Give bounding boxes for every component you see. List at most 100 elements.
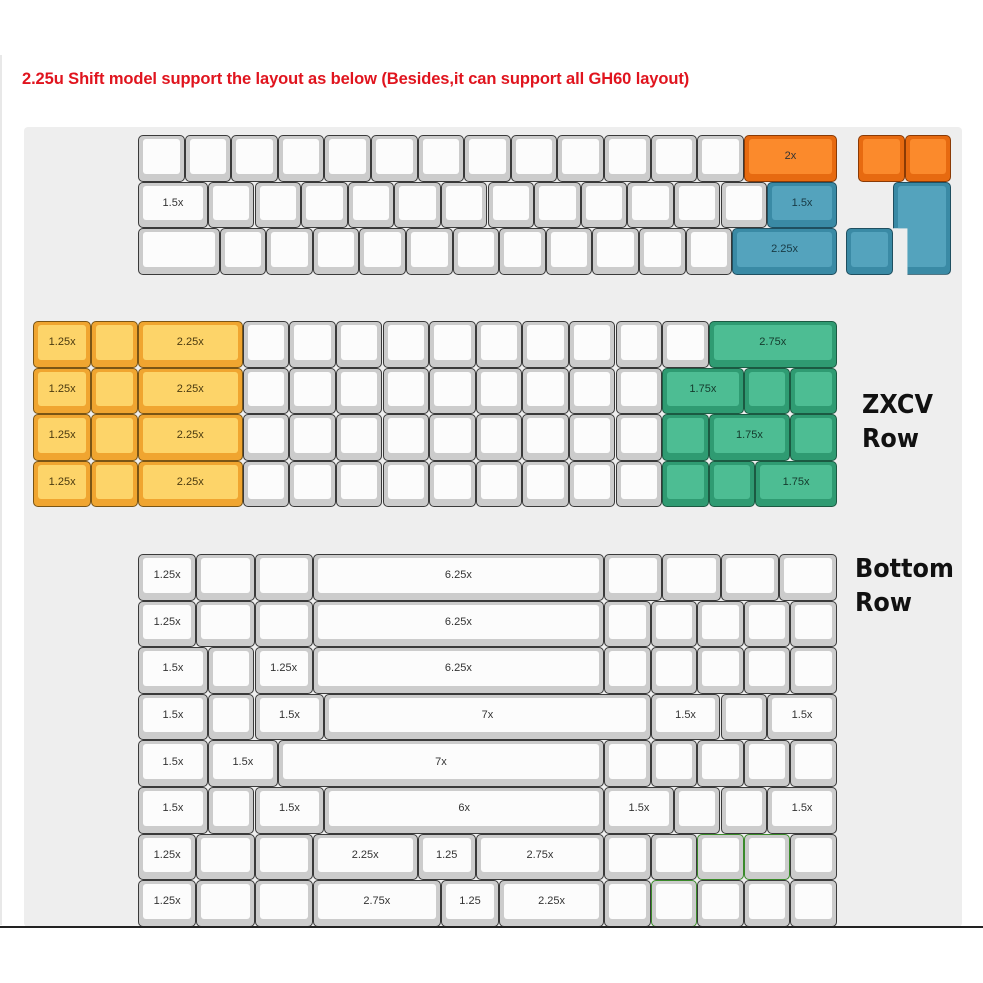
keycap — [697, 600, 744, 648]
keycap-legend — [376, 139, 413, 174]
keycap — [697, 740, 744, 787]
keycap-legend: 2.25x — [737, 232, 832, 267]
keycap-2-25x: 2.25x — [137, 414, 243, 461]
keycap-legend — [527, 325, 564, 360]
keycap-legend — [364, 232, 401, 267]
keycap-legend — [422, 139, 460, 174]
keycap — [371, 135, 418, 182]
keycap-legend — [655, 604, 693, 640]
keycap-legend — [748, 604, 786, 640]
keycap-legend: 1.5x — [143, 791, 203, 826]
keycap — [382, 414, 430, 461]
keycap — [231, 135, 278, 182]
keycap-legend: 1.5x — [772, 791, 832, 826]
keycap — [335, 321, 383, 368]
keycap — [184, 135, 232, 182]
keycap — [196, 600, 255, 648]
keycap-2-25x: 2.25x — [499, 880, 604, 927]
keycap — [335, 414, 383, 461]
keycap — [604, 880, 651, 927]
keycap — [196, 833, 255, 881]
keycap — [499, 228, 546, 275]
keycap-legend — [96, 464, 133, 500]
keycap — [685, 228, 733, 275]
keycap — [604, 647, 651, 694]
keycap — [522, 414, 569, 461]
keycap-legend — [480, 325, 518, 360]
keycap-legend — [725, 558, 774, 593]
keycap-legend: 2.75x — [317, 884, 436, 919]
keycap — [545, 228, 593, 275]
keycap-legend — [247, 325, 285, 360]
keycap-legend — [550, 232, 588, 267]
keycap-legend: 2.25x — [142, 371, 238, 407]
keycap — [196, 880, 255, 927]
keycap-legend — [862, 139, 900, 174]
keycap-legend — [434, 464, 471, 500]
keycap-legend — [795, 371, 832, 407]
keycap-legend: 2x — [748, 139, 832, 174]
keycap-legend — [387, 371, 425, 407]
keycap-legend — [609, 558, 658, 593]
keycap-legend: 2.75x — [713, 325, 832, 360]
keycap — [790, 414, 837, 461]
keycap-legend: 6.25x — [317, 604, 599, 640]
keycap-1-75x: 1.75x — [708, 414, 791, 461]
keycap — [382, 321, 430, 368]
keycap-legend — [212, 185, 250, 221]
keycap-legend — [492, 185, 530, 221]
keycap-legend: 1.5x — [212, 744, 273, 779]
keycap — [91, 460, 138, 508]
keycap — [487, 181, 535, 229]
keycap — [604, 554, 663, 601]
keycap-2-25x: 2.25x — [137, 367, 243, 415]
keycap — [743, 647, 791, 694]
keycap-legend: 6.25x — [317, 558, 599, 593]
keycap-legend: 2.25x — [142, 464, 238, 500]
keycap-legend — [795, 651, 832, 686]
keycap — [254, 554, 313, 601]
keycap-legend — [655, 651, 693, 686]
keycap-legend: 1.5x — [143, 697, 203, 733]
keycap — [650, 833, 698, 881]
keycap-legend — [480, 371, 518, 407]
keycap-1-5x: 1.5x — [138, 181, 208, 229]
keycap-6-25x: 6.25x — [312, 647, 604, 694]
keycap-2-75x: 2.75x — [312, 880, 441, 927]
keycap-legend: 2.25x — [142, 418, 238, 453]
keycap-legend — [306, 185, 343, 221]
keycap — [743, 880, 791, 927]
keycap — [289, 414, 336, 461]
keycap-legend — [909, 139, 947, 174]
keycap-legend — [609, 837, 646, 873]
bottom-divider — [0, 926, 983, 928]
keycap-legend — [201, 558, 250, 593]
keycap-legend: 1.25x — [143, 837, 192, 873]
keycap-1-25x: 1.25x — [33, 460, 92, 508]
keycap-legend — [259, 884, 308, 919]
keycap — [846, 228, 893, 275]
keycap — [475, 367, 523, 415]
keycap-legend — [573, 325, 611, 360]
keycap-legend — [271, 232, 308, 267]
keycap-legend: 1.75x — [760, 464, 832, 500]
keycap-legend — [725, 185, 763, 221]
keycap-legend — [725, 697, 763, 733]
keycap — [592, 228, 639, 275]
keycap — [207, 647, 255, 694]
keycap — [429, 414, 476, 461]
keycap-legend — [748, 884, 786, 919]
keycap — [743, 833, 791, 881]
keycap-legend: 7x — [282, 744, 599, 779]
keycap-legend — [259, 558, 308, 593]
keycap — [615, 460, 663, 508]
keycap-legend — [294, 325, 331, 360]
keycap — [697, 833, 744, 881]
keycap-legend — [748, 837, 786, 873]
keycap — [720, 787, 768, 834]
keycap — [743, 367, 791, 415]
keycap-legend: 1.5x — [143, 185, 203, 221]
keycap — [662, 460, 709, 508]
keycap — [91, 414, 138, 461]
keycap-legend — [573, 371, 611, 407]
